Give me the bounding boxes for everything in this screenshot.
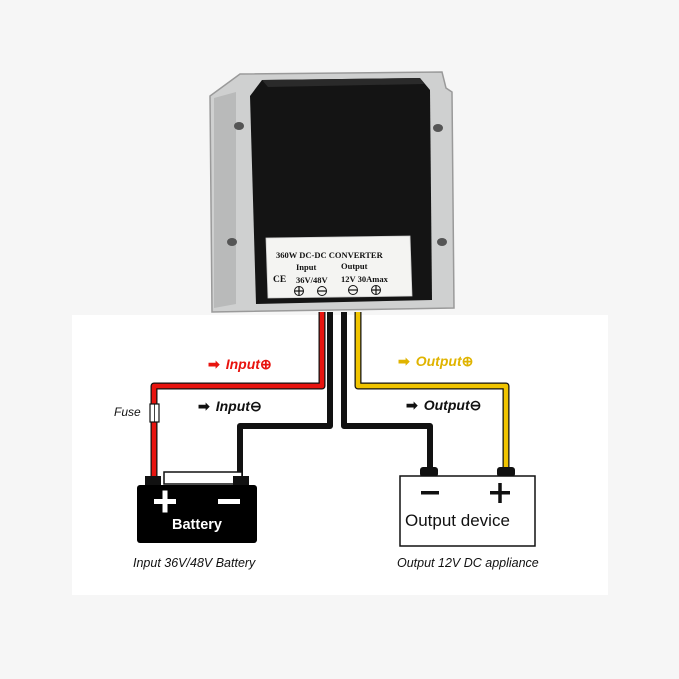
mounting-hole-icon (227, 238, 237, 246)
device-positive-terminal (497, 467, 515, 477)
minus-circle-icon: ⊖ (249, 398, 262, 414)
plus-symbol-icon (294, 286, 304, 296)
mounting-hole-icon (234, 122, 244, 130)
device-body (399, 475, 536, 547)
arrow-right-icon: ➡ (198, 398, 210, 414)
minus-symbol-icon (317, 286, 327, 296)
ce-mark: CE (273, 275, 286, 285)
battery-negative-post (233, 476, 249, 486)
diagram-background (72, 315, 608, 595)
battery-caption: Input 36V/48V Battery (133, 556, 256, 570)
output-positive-text: Output (415, 353, 462, 369)
converter-sticker: 360W DC-DC CONVERTER Input Output CE 36V… (265, 235, 413, 299)
output-positive-label: ➡ Output⊕ (398, 353, 473, 370)
input-positive-text: Input (225, 356, 260, 372)
battery-plus-icon (154, 490, 176, 513)
input-positive-label: ➡ Input⊕ (208, 356, 272, 373)
device-plus-icon (490, 483, 510, 503)
plus-circle-icon: ⊕ (259, 356, 272, 372)
output-device-label: Output device (405, 511, 510, 530)
converter: 360W DC-DC CONVERTER Input Output CE 36V… (209, 71, 455, 313)
battery-label: Battery (172, 517, 222, 533)
converter-output-rating: 12V 30Amax (341, 274, 389, 284)
converter-title: 360W DC-DC CONVERTER (276, 250, 384, 260)
converter-input-voltage: 36V/48V (296, 275, 329, 285)
plus-symbol-icon (371, 285, 381, 295)
output-negative-label: ➡ Output⊖ (406, 397, 481, 414)
battery-top-cap (163, 471, 243, 485)
arrow-right-icon: ➡ (398, 353, 410, 369)
device-negative-terminal (420, 467, 438, 477)
input-negative-text: Input (215, 398, 250, 414)
input-negative-label: ➡ Input⊖ (198, 398, 262, 415)
battery-positive-post (145, 476, 161, 486)
minus-circle-icon: ⊖ (469, 397, 482, 413)
mounting-hole-icon (437, 238, 447, 246)
converter-plate-shade (214, 92, 236, 308)
input-positive-wire (151, 312, 325, 478)
output-device-icon (399, 467, 536, 547)
minus-symbol-icon (348, 285, 358, 295)
output-positive-wire (355, 312, 509, 474)
arrow-right-icon: ➡ (208, 356, 220, 372)
device-minus-icon (421, 491, 439, 495)
battery-minus-icon (218, 499, 240, 504)
converter-input-header: Input (296, 262, 316, 272)
output-negative-text: Output (423, 397, 470, 413)
converter-output-header: Output (341, 261, 368, 271)
battery-icon (137, 471, 257, 543)
output-device-caption: Output 12V DC appliance (397, 556, 539, 570)
output-negative-wire (341, 312, 433, 474)
fuse-label: Fuse (114, 405, 141, 419)
converter-body-top-edge (262, 78, 424, 87)
input-negative-wire (237, 312, 333, 478)
plus-circle-icon: ⊕ (461, 353, 474, 369)
mounting-hole-icon (433, 124, 443, 132)
fuse-icon (149, 403, 160, 423)
arrow-right-icon: ➡ (406, 397, 418, 413)
wires (150, 312, 510, 478)
battery-body (137, 485, 257, 543)
